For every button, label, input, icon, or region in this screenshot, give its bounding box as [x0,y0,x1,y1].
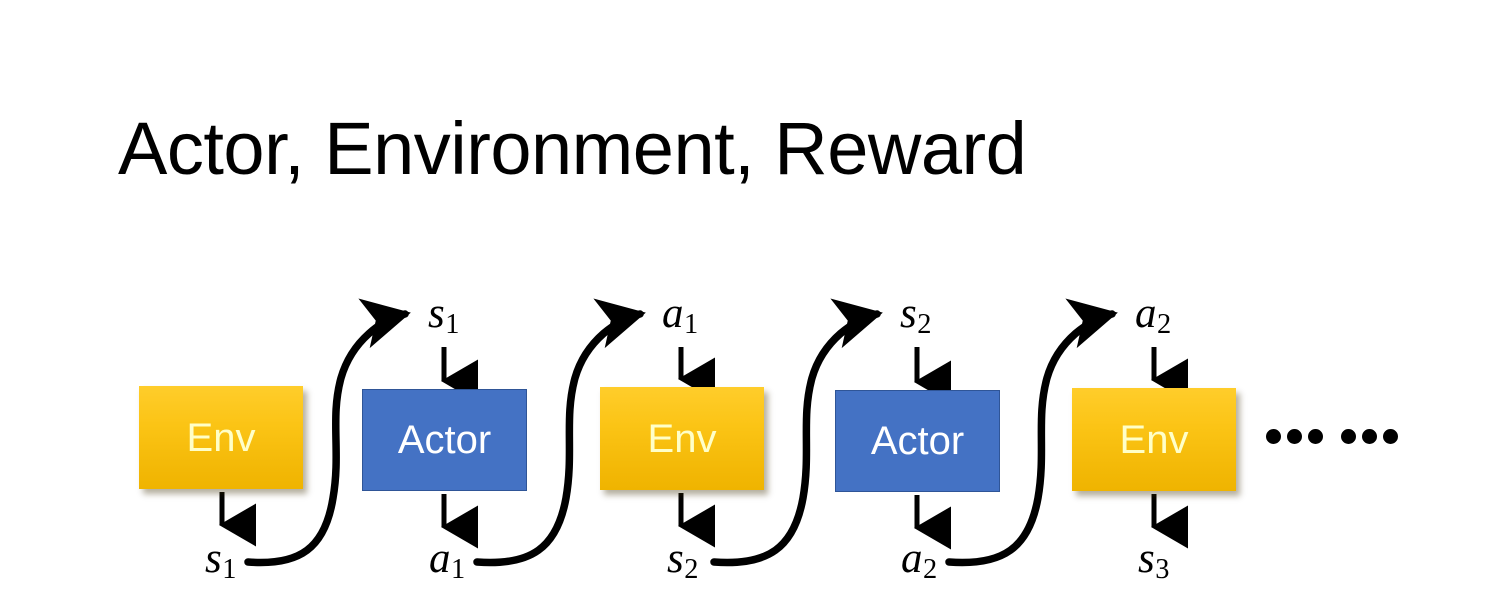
label-subscript: 2 [923,554,938,586]
label-base: a [662,290,684,337]
node-actor-2[interactable]: Actor [835,390,1000,492]
ellipsis-dot [1362,429,1377,444]
label-bottom-action-a1: a1 [429,537,465,585]
label-subscript: 2 [1157,309,1172,341]
node-actor-1[interactable]: Actor [362,389,527,491]
label-subscript: 3 [1155,554,1170,586]
label-bottom-state-s1: s1 [205,537,236,585]
page-title: Actor, Environment, Reward [118,107,1027,190]
node-env-1[interactable]: Env [139,386,303,489]
label-subscript: 1 [222,554,237,586]
label-base: s [428,290,445,337]
ellipsis-gap [1329,436,1335,437]
label-bottom-action-a2: a2 [901,537,937,585]
ellipsis-dot [1266,429,1281,444]
ellipsis-dot [1287,429,1302,444]
label-base: a [429,535,451,582]
node-env-3[interactable]: Env [1072,388,1236,491]
label-subscript: 1 [451,554,466,586]
label-base: s [205,535,222,582]
node-actor-2-label: Actor [870,419,965,463]
label-base: s [667,535,684,582]
label-subscript: 1 [684,309,699,341]
ellipsis-dot [1341,429,1356,444]
node-env-3-label: Env [1119,417,1189,462]
continuation-ellipsis-icon [1266,429,1398,444]
label-subscript: 2 [917,309,932,341]
label-subscript: 2 [684,554,699,586]
label-base: s [1138,535,1155,582]
label-bottom-state-s3: s3 [1138,537,1169,585]
label-top-action-a1: a1 [662,292,698,340]
label-base: s [900,290,917,337]
node-actor-1-label: Actor [397,418,492,462]
ellipsis-dot [1308,429,1323,444]
label-subscript: 1 [445,309,460,341]
label-top-state-s1: s1 [428,292,459,340]
node-env-1-label: Env [186,415,256,460]
node-env-2[interactable]: Env [600,387,764,490]
label-top-action-a2: a2 [1135,292,1171,340]
node-env-2-label: Env [647,416,717,461]
label-base: a [1135,290,1157,337]
label-top-state-s2: s2 [900,292,931,340]
ellipsis-dot [1383,429,1398,444]
label-bottom-state-s2: s2 [667,537,698,585]
label-base: a [901,535,923,582]
